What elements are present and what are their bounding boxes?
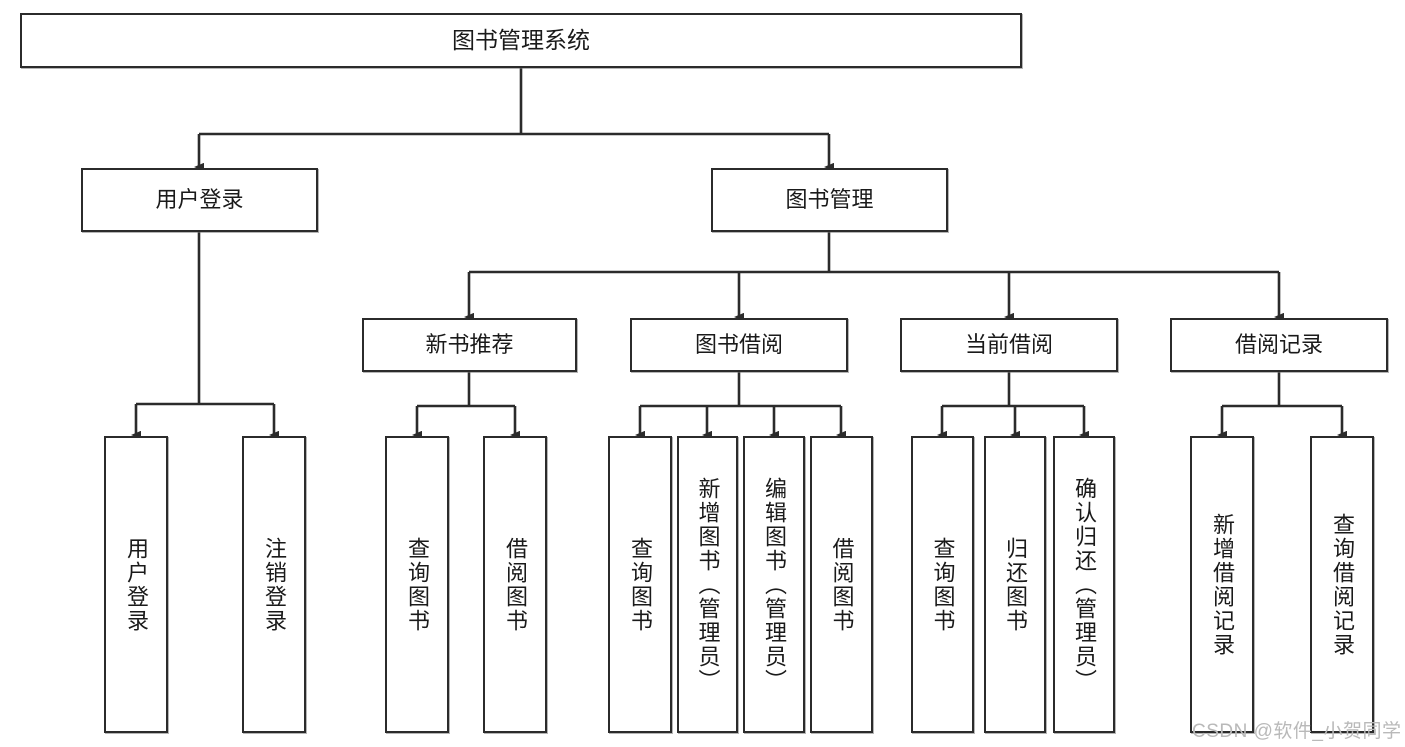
node-label: 用户登录: [124, 536, 149, 633]
node-leaf-return-book[interactable]: 归还图书: [984, 436, 1046, 733]
node-current-borrow[interactable]: 当前借阅: [900, 318, 1118, 372]
node-leaf-borrow-book-1[interactable]: 借阅图书: [483, 436, 547, 733]
node-label: 查询图书: [405, 536, 430, 633]
node-leaf-query-book-2[interactable]: 查询图书: [608, 436, 672, 733]
node-label: 当前借阅: [964, 332, 1053, 358]
node-leaf-borrow-book-2[interactable]: 借阅图书: [810, 436, 873, 733]
node-leaf-query-book-1[interactable]: 查询图书: [385, 436, 449, 733]
node-leaf-user-logout[interactable]: 注销登录: [242, 436, 306, 733]
node-label: 借阅图书: [503, 536, 528, 633]
node-label: 查询图书: [930, 536, 956, 633]
node-borrow-record[interactable]: 借阅记录: [1170, 318, 1388, 372]
node-leaf-confirm-return-admin[interactable]: 确认归还（管理员）: [1053, 436, 1115, 733]
node-label: 新书推荐: [425, 332, 514, 358]
node-label: 新增图书（管理员）: [695, 476, 721, 693]
node-leaf-edit-book-admin[interactable]: 编辑图书（管理员）: [743, 436, 805, 733]
node-label: 借阅图书: [829, 536, 855, 633]
node-label: 新增借阅记录: [1210, 512, 1235, 657]
node-label: 确认归还（管理员）: [1072, 476, 1097, 693]
node-label: 图书管理系统: [452, 26, 590, 53]
node-label: 用户登录: [155, 187, 244, 213]
node-label: 注销登录: [262, 536, 287, 633]
node-label: 图书管理: [785, 187, 874, 213]
node-user-login[interactable]: 用户登录: [81, 168, 318, 232]
node-root[interactable]: 图书管理系统: [20, 13, 1022, 68]
node-label: 归还图书: [1003, 536, 1028, 633]
node-book-borrow[interactable]: 图书借阅: [630, 318, 848, 372]
node-label: 查询图书: [628, 536, 653, 633]
node-leaf-add-borrow-record[interactable]: 新增借阅记录: [1190, 436, 1254, 733]
node-leaf-query-borrow-record[interactable]: 查询借阅记录: [1310, 436, 1374, 733]
node-label: 编辑图书（管理员）: [762, 476, 787, 693]
node-leaf-add-book-admin[interactable]: 新增图书（管理员）: [677, 436, 738, 733]
node-label: 图书借阅: [694, 332, 783, 358]
node-leaf-query-book-3[interactable]: 查询图书: [911, 436, 974, 733]
node-new-book-rec[interactable]: 新书推荐: [362, 318, 577, 372]
node-label: 借阅记录: [1234, 332, 1323, 358]
node-label: 查询借阅记录: [1330, 512, 1355, 657]
node-leaf-user-login[interactable]: 用户登录: [104, 436, 168, 733]
node-book-manage[interactable]: 图书管理: [711, 168, 948, 232]
